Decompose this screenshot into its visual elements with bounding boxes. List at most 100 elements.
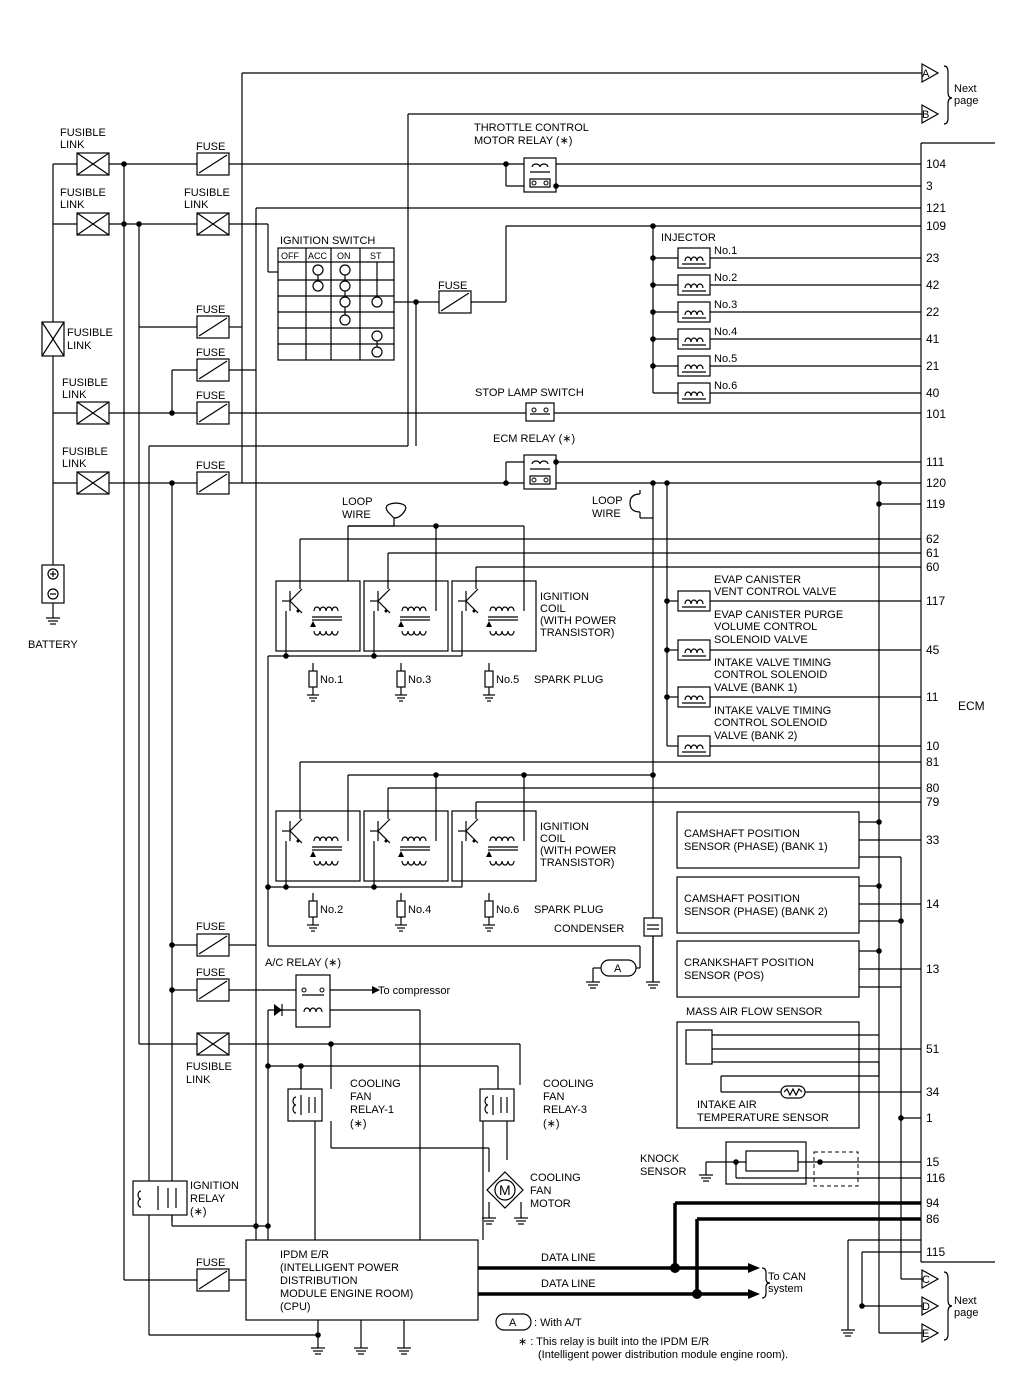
battery bbox=[41, 564, 65, 625]
ipdm-er-module bbox=[245, 1239, 479, 1321]
note-a-text: : With A/T bbox=[534, 1317, 582, 1329]
fl1-label-2: LINK bbox=[60, 139, 85, 151]
ecm-pin-11: 11 bbox=[926, 690, 939, 704]
cam2-label-1: CAMSHAFT POSITION bbox=[684, 893, 800, 905]
ipdm-label-2: (INTELLIGENT POWER bbox=[280, 1262, 399, 1274]
throttle-control-motor-relay bbox=[523, 157, 557, 193]
fl3-label-1: FUSIBLE bbox=[62, 377, 108, 389]
fuse-ipdm bbox=[196, 1268, 230, 1292]
crank-label-1: CRANKSHAFT POSITION bbox=[684, 957, 814, 969]
ecm-pin-121: 121 bbox=[926, 201, 946, 215]
note-a-symbol bbox=[495, 1313, 532, 1331]
ecm-pin-94: 94 bbox=[926, 1196, 940, 1210]
note-a-symbol-label: A bbox=[509, 1317, 517, 1329]
note-star-line-1: ∗ : This relay is built into the IPDM E/… bbox=[518, 1336, 709, 1348]
ign-col-off: OFF bbox=[281, 251, 299, 261]
ivt2-label-3: VALVE (BANK 2) bbox=[714, 730, 797, 742]
fuse-label-5: FUSE bbox=[196, 460, 225, 472]
loop-wire-1-label-1: LOOP bbox=[342, 496, 373, 508]
ecm-pin-45: 45 bbox=[926, 643, 940, 657]
spark-plug-2 bbox=[306, 892, 320, 932]
fl4-label-2: LINK bbox=[62, 458, 87, 470]
note-star-line-2: (Intelligent power distribution module e… bbox=[538, 1349, 788, 1361]
evap-purge-label-2: VOLUME CONTROL bbox=[714, 621, 817, 633]
fl5-label-1: FUSIBLE bbox=[184, 187, 230, 199]
injector-no4: No.4 bbox=[714, 326, 737, 338]
fuse-label-2: FUSE bbox=[196, 304, 225, 316]
to-compressor-label: To compressor bbox=[378, 985, 450, 997]
ecm-pin-109: 109 bbox=[926, 219, 946, 233]
injector-3 bbox=[677, 301, 711, 323]
ecm-label: ECM bbox=[958, 699, 985, 713]
ecm-pin-1: 1 bbox=[926, 1111, 933, 1125]
cfm-label-3: MOTOR bbox=[530, 1198, 571, 1210]
plug-no4-label: No.4 bbox=[408, 904, 431, 916]
loop-wire-2-label-2: WIRE bbox=[592, 508, 621, 520]
ign-coil-bot-2: COIL bbox=[540, 833, 566, 845]
ecm-pin-21: 21 bbox=[926, 359, 940, 373]
cfr1-label-3: RELAY-1 bbox=[350, 1104, 394, 1116]
evap-vent-valve bbox=[677, 590, 711, 612]
stop-lamp-switch bbox=[525, 402, 555, 422]
fuse-370 bbox=[196, 358, 230, 382]
to-can-label-2: system bbox=[768, 1283, 803, 1295]
fllow-label-2: LINK bbox=[186, 1074, 211, 1086]
spark-plug-6 bbox=[482, 892, 496, 932]
next-page-top-1: Next bbox=[954, 83, 977, 95]
ecm-pin-41: 41 bbox=[926, 332, 940, 346]
ecm-pin-10: 10 bbox=[926, 739, 940, 753]
ecm-pin-101: 101 bbox=[926, 407, 946, 421]
ign-coil-top-2: COIL bbox=[540, 603, 566, 615]
fusible-link-1 bbox=[76, 152, 110, 176]
ign-col-acc: ACC bbox=[308, 251, 328, 261]
ipdm-label-1: IPDM E/R bbox=[280, 1249, 329, 1261]
plug-no6-label: No.6 bbox=[496, 904, 519, 916]
flmid-label-1: FUSIBLE bbox=[67, 327, 113, 339]
fuse-413 bbox=[196, 401, 230, 425]
ecm-pin-86: 86 bbox=[926, 1212, 940, 1226]
ecm-pin-60: 60 bbox=[926, 560, 940, 574]
fuse-ign bbox=[438, 290, 472, 314]
fuse-327 bbox=[196, 315, 230, 339]
fusible-link-4 bbox=[76, 471, 110, 495]
next-page-top-2: page bbox=[954, 95, 978, 107]
ecm-pin-13: 13 bbox=[926, 962, 940, 976]
plug-no1-label: No.1 bbox=[320, 674, 343, 686]
connector-d: D bbox=[921, 1295, 940, 1317]
ecm-pin-42: 42 bbox=[926, 278, 940, 292]
ign-coil-top-3: (WITH POWER bbox=[540, 615, 616, 627]
knock-label-2: SENSOR bbox=[640, 1166, 687, 1178]
ign-relay-label-2: RELAY bbox=[190, 1193, 226, 1205]
fl1-label-1: FUSIBLE bbox=[60, 127, 106, 139]
ecm-pin-120: 120 bbox=[926, 476, 946, 490]
fl2-label-2: LINK bbox=[60, 199, 85, 211]
ign-relay-label-3: (∗) bbox=[190, 1206, 207, 1218]
plug-no3-label: No.3 bbox=[408, 674, 431, 686]
fuse-label-1: FUSE bbox=[196, 141, 225, 153]
condenser bbox=[643, 917, 663, 937]
injector-no5: No.5 bbox=[714, 353, 737, 365]
ecm-pin-81: 81 bbox=[926, 755, 940, 769]
cooling-fan-motor bbox=[486, 1171, 524, 1209]
camshaft-sensor-bank1 bbox=[676, 811, 860, 869]
cooling-fan-relay-1 bbox=[287, 1088, 323, 1122]
ivt-valve-bank1 bbox=[677, 686, 711, 708]
ac-relay-label: A/C RELAY (∗) bbox=[265, 957, 341, 969]
ecm-pin-104: 104 bbox=[926, 157, 946, 171]
ecm-pin-117: 117 bbox=[926, 594, 945, 608]
to-can-label-1: To CAN bbox=[768, 1271, 806, 1283]
cfr1-label-2: FAN bbox=[350, 1091, 371, 1103]
evap-vent-label-2: VENT CONTROL VALVE bbox=[714, 586, 836, 598]
ign-coil-top-1: IGNITION bbox=[540, 591, 589, 603]
ign-relay-label-1: IGNITION bbox=[190, 1180, 239, 1192]
loop-wire-1-label-2: WIRE bbox=[342, 509, 371, 521]
cfm-label-1: COOLING bbox=[530, 1172, 581, 1184]
connector-e: E bbox=[921, 1322, 940, 1344]
cam1-label-1: CAMSHAFT POSITION bbox=[684, 828, 800, 840]
ign-coil-bot-4: TRANSISTOR) bbox=[540, 857, 614, 869]
fl5-label-2: LINK bbox=[184, 199, 209, 211]
stop-lamp-switch-label: STOP LAMP SWITCH bbox=[475, 387, 584, 399]
injector-no3: No.3 bbox=[714, 299, 737, 311]
fl3-label-2: LINK bbox=[62, 389, 87, 401]
